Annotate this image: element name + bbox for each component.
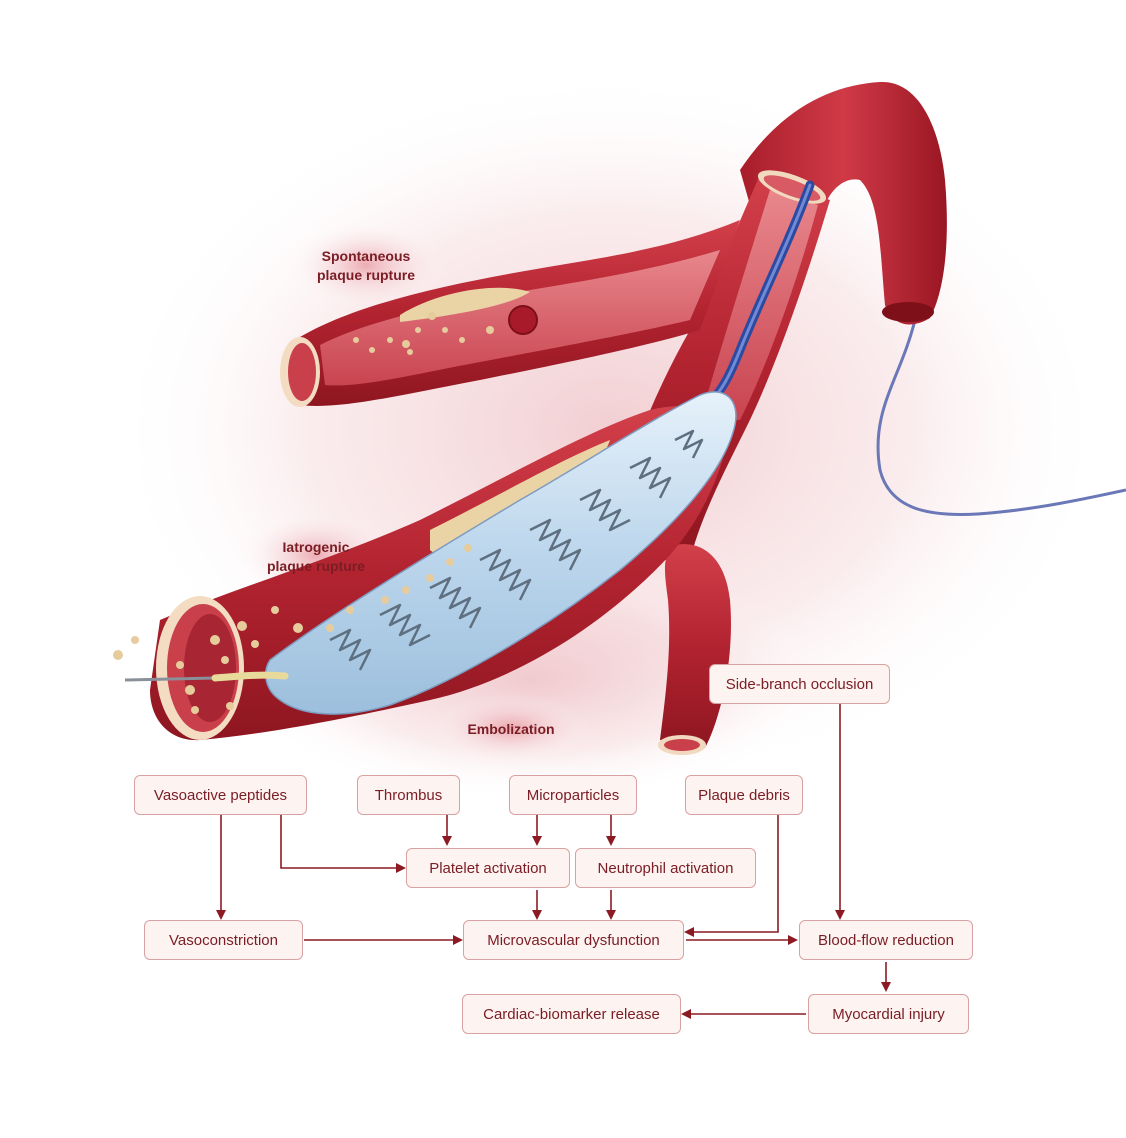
stent bbox=[264, 391, 737, 715]
node-microparticles: Microparticles bbox=[509, 775, 637, 815]
label-iatrogenic-plaque-rupture: Iatrogenic plaque rupture bbox=[266, 539, 365, 574]
node-vasoactive-peptides: Vasoactive peptides bbox=[134, 775, 307, 815]
label-embolization: Embolization bbox=[467, 721, 555, 737]
node-plaque-debris: Plaque debris bbox=[685, 775, 803, 815]
node-vasoconstriction: Vasoconstriction bbox=[144, 920, 303, 960]
label-spontaneous-plaque-rupture: Spontaneous plaque rupture bbox=[316, 248, 415, 283]
node-neutrophil-activation: Neutrophil activation bbox=[575, 848, 756, 888]
node-side-branch-occlusion: Side-branch occlusion bbox=[709, 664, 890, 704]
node-platelet-activation: Platelet activation bbox=[406, 848, 570, 888]
node-thrombus: Thrombus bbox=[357, 775, 460, 815]
catheter-wire bbox=[876, 319, 1126, 517]
ruptured-plaque bbox=[508, 305, 538, 335]
node-cardiac-biomarker-release: Cardiac-biomarker release bbox=[462, 994, 681, 1034]
node-microvascular-dysfunction: Microvascular dysfunction bbox=[463, 920, 684, 960]
upper-side-branch bbox=[280, 220, 740, 407]
node-blood-flow-reduction: Blood-flow reduction bbox=[799, 920, 973, 960]
embolic-debris bbox=[113, 544, 472, 714]
aortic-arch bbox=[740, 81, 947, 325]
guidewire-tip bbox=[124, 676, 216, 682]
node-myocardial-injury: Myocardial injury bbox=[808, 994, 969, 1034]
